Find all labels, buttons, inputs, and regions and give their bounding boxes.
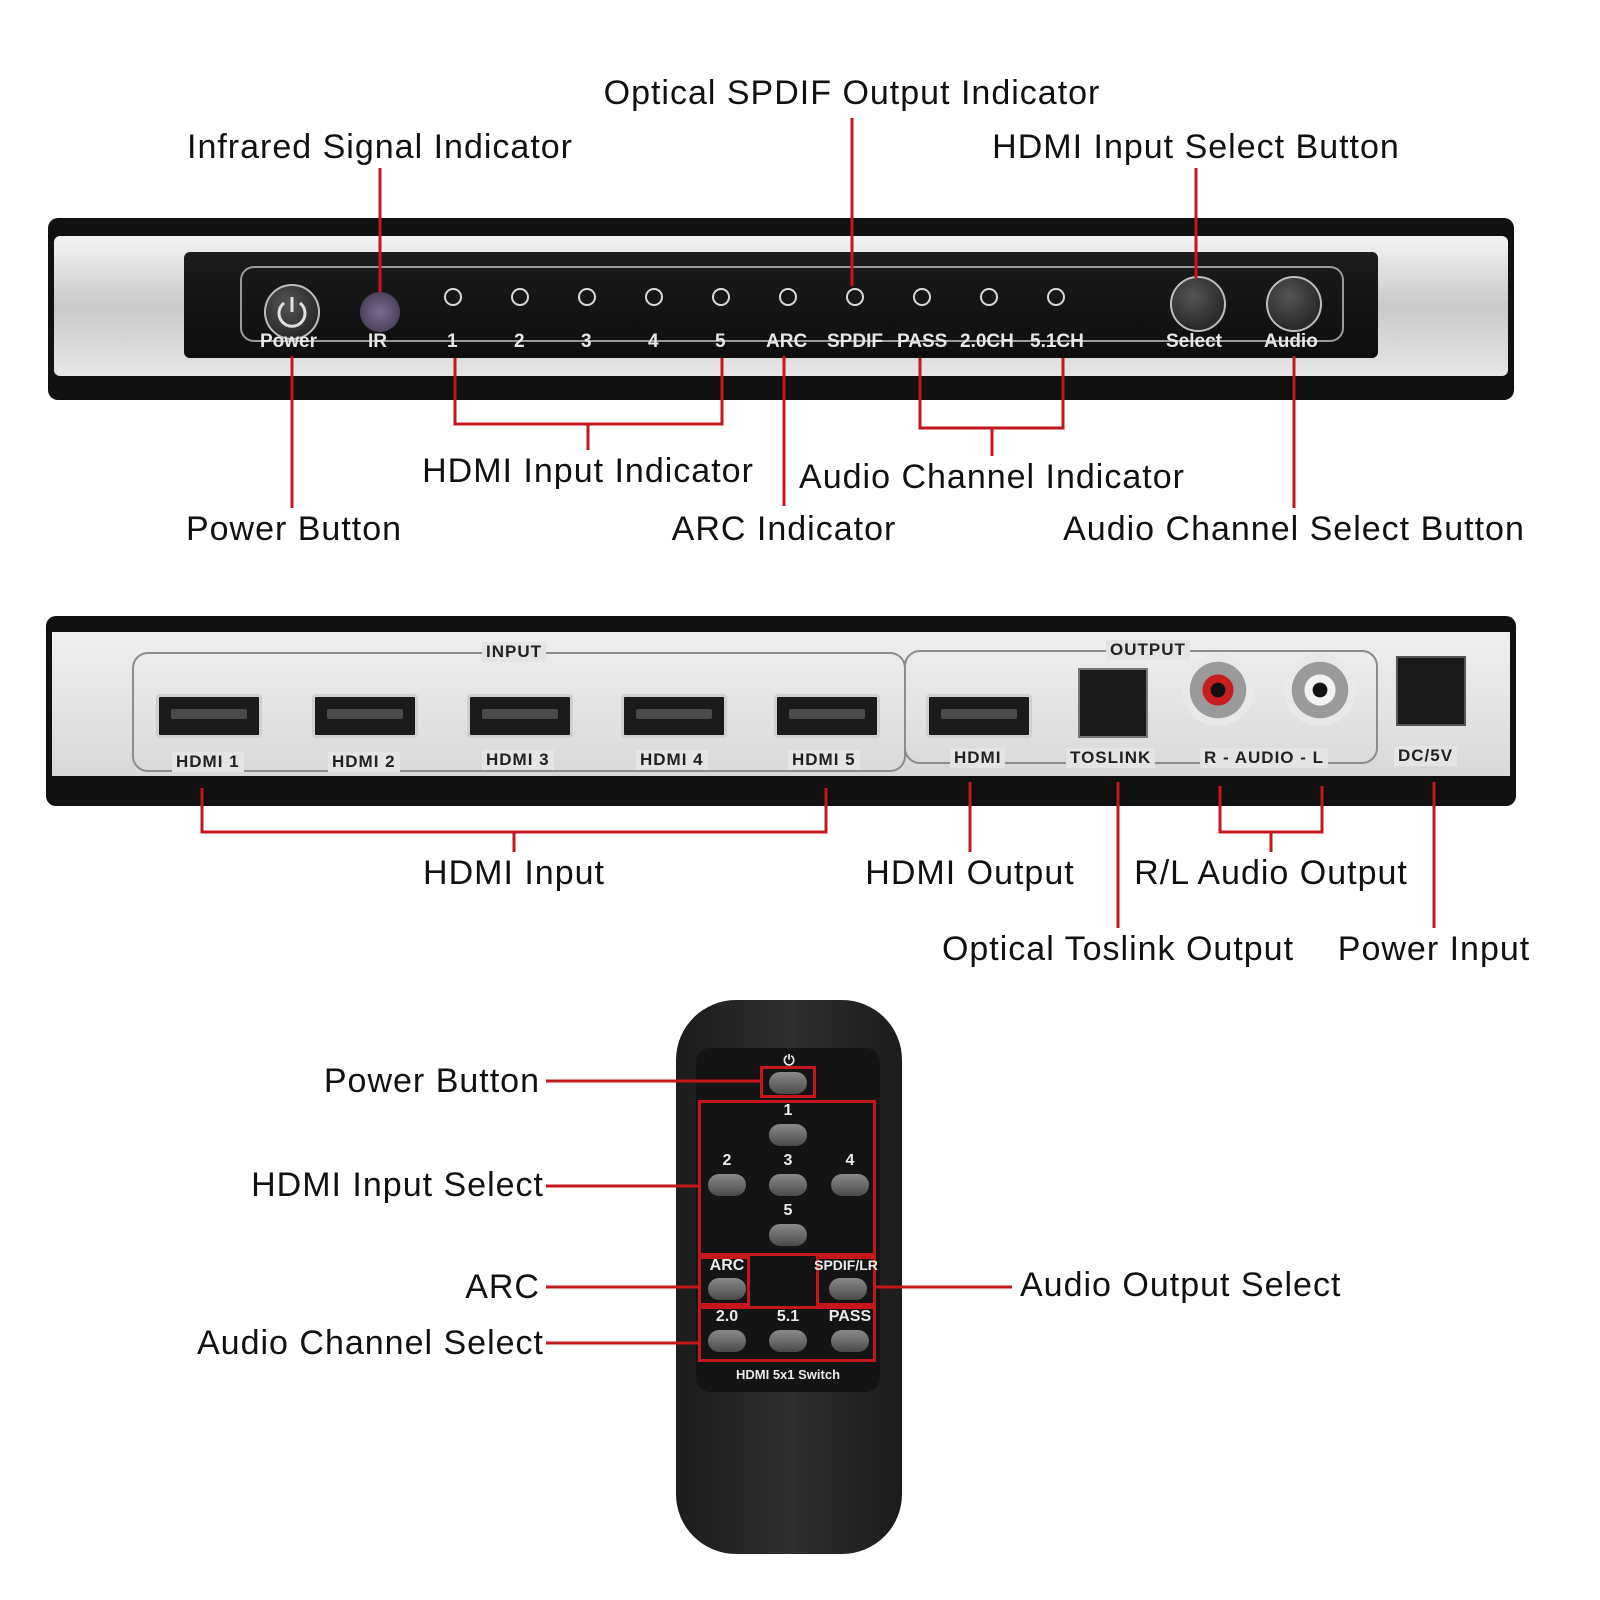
remote-pass-button[interactable] — [831, 1330, 869, 1352]
rear-label-audio-rl: R - AUDIO - L — [1200, 748, 1329, 768]
remote-arc-button[interactable] — [708, 1278, 746, 1300]
remote-20-button[interactable] — [708, 1330, 746, 1352]
rear-label-hdmi4: HDMI 4 — [636, 750, 708, 770]
rear-label-hdmi3: HDMI 3 — [482, 750, 554, 770]
callout-optical-toslink-output: Optical Toslink Output — [941, 930, 1295, 968]
callout-rl-audio-output: R/L Audio Output — [1134, 854, 1408, 892]
front-label-in5: 5 — [715, 331, 726, 352]
remote-input-4[interactable] — [831, 1174, 869, 1196]
front-label-pass: PASS — [897, 331, 948, 352]
front-label-power: Power — [260, 331, 318, 352]
remote-input-highlight — [698, 1100, 876, 1256]
remote-label-4: 4 — [845, 1152, 855, 1169]
remote-label-20: 2.0 — [715, 1308, 739, 1325]
front-select-button[interactable] — [1170, 276, 1226, 332]
front-silver-left — [54, 236, 182, 376]
hdmi-port-2[interactable] — [312, 694, 418, 738]
remote-power-symbol: ⏻ — [783, 1052, 795, 1068]
led-input-4 — [645, 288, 663, 306]
remote-label-2: 2 — [722, 1152, 732, 1169]
led-input-3 — [578, 288, 596, 306]
front-label-spdif: SPDIF — [827, 331, 883, 352]
callout-remote-arc: ARC — [465, 1268, 540, 1306]
remote-51-button[interactable] — [769, 1330, 807, 1352]
hdmi-output-port[interactable] — [926, 694, 1032, 738]
remote-label-3: 3 — [783, 1152, 793, 1169]
callout-hdmi-input: HDMI Input — [423, 854, 605, 892]
callout-remote-audio-channel-select: Audio Channel Select — [196, 1324, 544, 1362]
front-label-51ch: 5.1CH — [1030, 331, 1084, 352]
rear-label-toslink: TOSLINK — [1066, 748, 1156, 768]
front-label-ir: IR — [368, 331, 387, 352]
callout-optical-spdif-indicator: Optical SPDIF Output Indicator — [603, 74, 1101, 112]
callout-audio-channel-select-button: Audio Channel Select Button — [1063, 510, 1525, 548]
remote-label-pass: PASS — [828, 1308, 872, 1325]
remote-power-button[interactable] — [769, 1072, 807, 1094]
remote-label-1: 1 — [783, 1102, 793, 1119]
front-label-in1: 1 — [447, 331, 458, 352]
rear-label-hdmi-out: HDMI — [950, 748, 1006, 768]
callout-hdmi-output: HDMI Output — [865, 854, 1075, 892]
rear-label-hdmi2: HDMI 2 — [328, 752, 400, 772]
toslink-port[interactable] — [1078, 668, 1148, 738]
rear-label-dc: DC/5V — [1394, 746, 1458, 766]
rear-label-hdmi1: HDMI 1 — [172, 752, 244, 772]
led-spdif — [846, 288, 864, 306]
rca-right-port[interactable] — [1182, 654, 1254, 726]
ir-sensor — [360, 292, 400, 332]
front-audio-button[interactable] — [1266, 276, 1322, 332]
remote-channel-highlight — [698, 1306, 876, 1362]
led-input-1 — [444, 288, 462, 306]
led-input-5 — [712, 288, 730, 306]
callout-hdmi-input-indicator: HDMI Input Indicator — [422, 452, 754, 490]
remote-input-1[interactable] — [769, 1124, 807, 1146]
front-label-in3: 3 — [581, 331, 592, 352]
callout-power-input: Power Input — [1337, 930, 1531, 968]
front-label-in4: 4 — [648, 331, 659, 352]
hdmi-port-4[interactable] — [621, 694, 727, 738]
callout-audio-channel-indicator: Audio Channel Indicator — [799, 458, 1185, 496]
remote-label-arc: ARC — [709, 1257, 745, 1274]
hdmi-port-1[interactable] — [156, 694, 262, 738]
led-2ch — [980, 288, 998, 306]
callout-remote-power-button: Power Button — [323, 1062, 540, 1100]
dc-power-port[interactable] — [1396, 656, 1466, 726]
hdmi-port-3[interactable] — [467, 694, 573, 738]
remote-spdif-button[interactable] — [829, 1278, 867, 1300]
rear-input-group-label: INPUT — [482, 642, 546, 662]
callout-arc-indicator: ARC Indicator — [671, 510, 897, 548]
led-pass — [913, 288, 931, 306]
remote-spdif-highlight — [816, 1256, 876, 1306]
led-input-2 — [511, 288, 529, 306]
callout-hdmi-input-select-button: HDMI Input Select Button — [992, 128, 1400, 166]
remote-label-51: 5.1 — [776, 1308, 800, 1325]
rear-label-hdmi5: HDMI 5 — [788, 750, 860, 770]
remote-label-5: 5 — [783, 1202, 793, 1219]
remote-power-highlight — [760, 1066, 816, 1098]
callout-power-button-front: Power Button — [185, 510, 403, 548]
front-panel-frame — [240, 266, 1344, 342]
led-arc — [779, 288, 797, 306]
front-label-select: Select — [1166, 331, 1222, 352]
hdmi-port-5[interactable] — [774, 694, 880, 738]
rear-output-group-label: OUTPUT — [1106, 640, 1190, 660]
led-51ch — [1047, 288, 1065, 306]
remote-label-spdif: SPDIF/LR — [814, 1257, 878, 1273]
callout-infrared-indicator: Infrared Signal Indicator — [187, 128, 573, 166]
front-silver-right — [1380, 236, 1508, 376]
front-label-audio: Audio — [1264, 331, 1318, 352]
power-icon — [277, 297, 307, 328]
front-label-arc: ARC — [766, 331, 808, 352]
rca-left-port[interactable] — [1284, 654, 1356, 726]
front-label-20ch: 2.0CH — [960, 331, 1014, 352]
front-power-button[interactable] — [264, 284, 320, 340]
remote-input-5[interactable] — [769, 1224, 807, 1246]
callout-remote-audio-output-select: Audio Output Select — [1020, 1266, 1342, 1304]
remote-input-3[interactable] — [769, 1174, 807, 1196]
remote-arc-highlight — [698, 1256, 750, 1306]
callout-remote-hdmi-input-select: HDMI Input Select — [251, 1166, 544, 1204]
remote-input-2[interactable] — [708, 1174, 746, 1196]
remote-model-label: HDMI 5x1 Switch — [735, 1367, 841, 1382]
front-label-in2: 2 — [514, 331, 525, 352]
